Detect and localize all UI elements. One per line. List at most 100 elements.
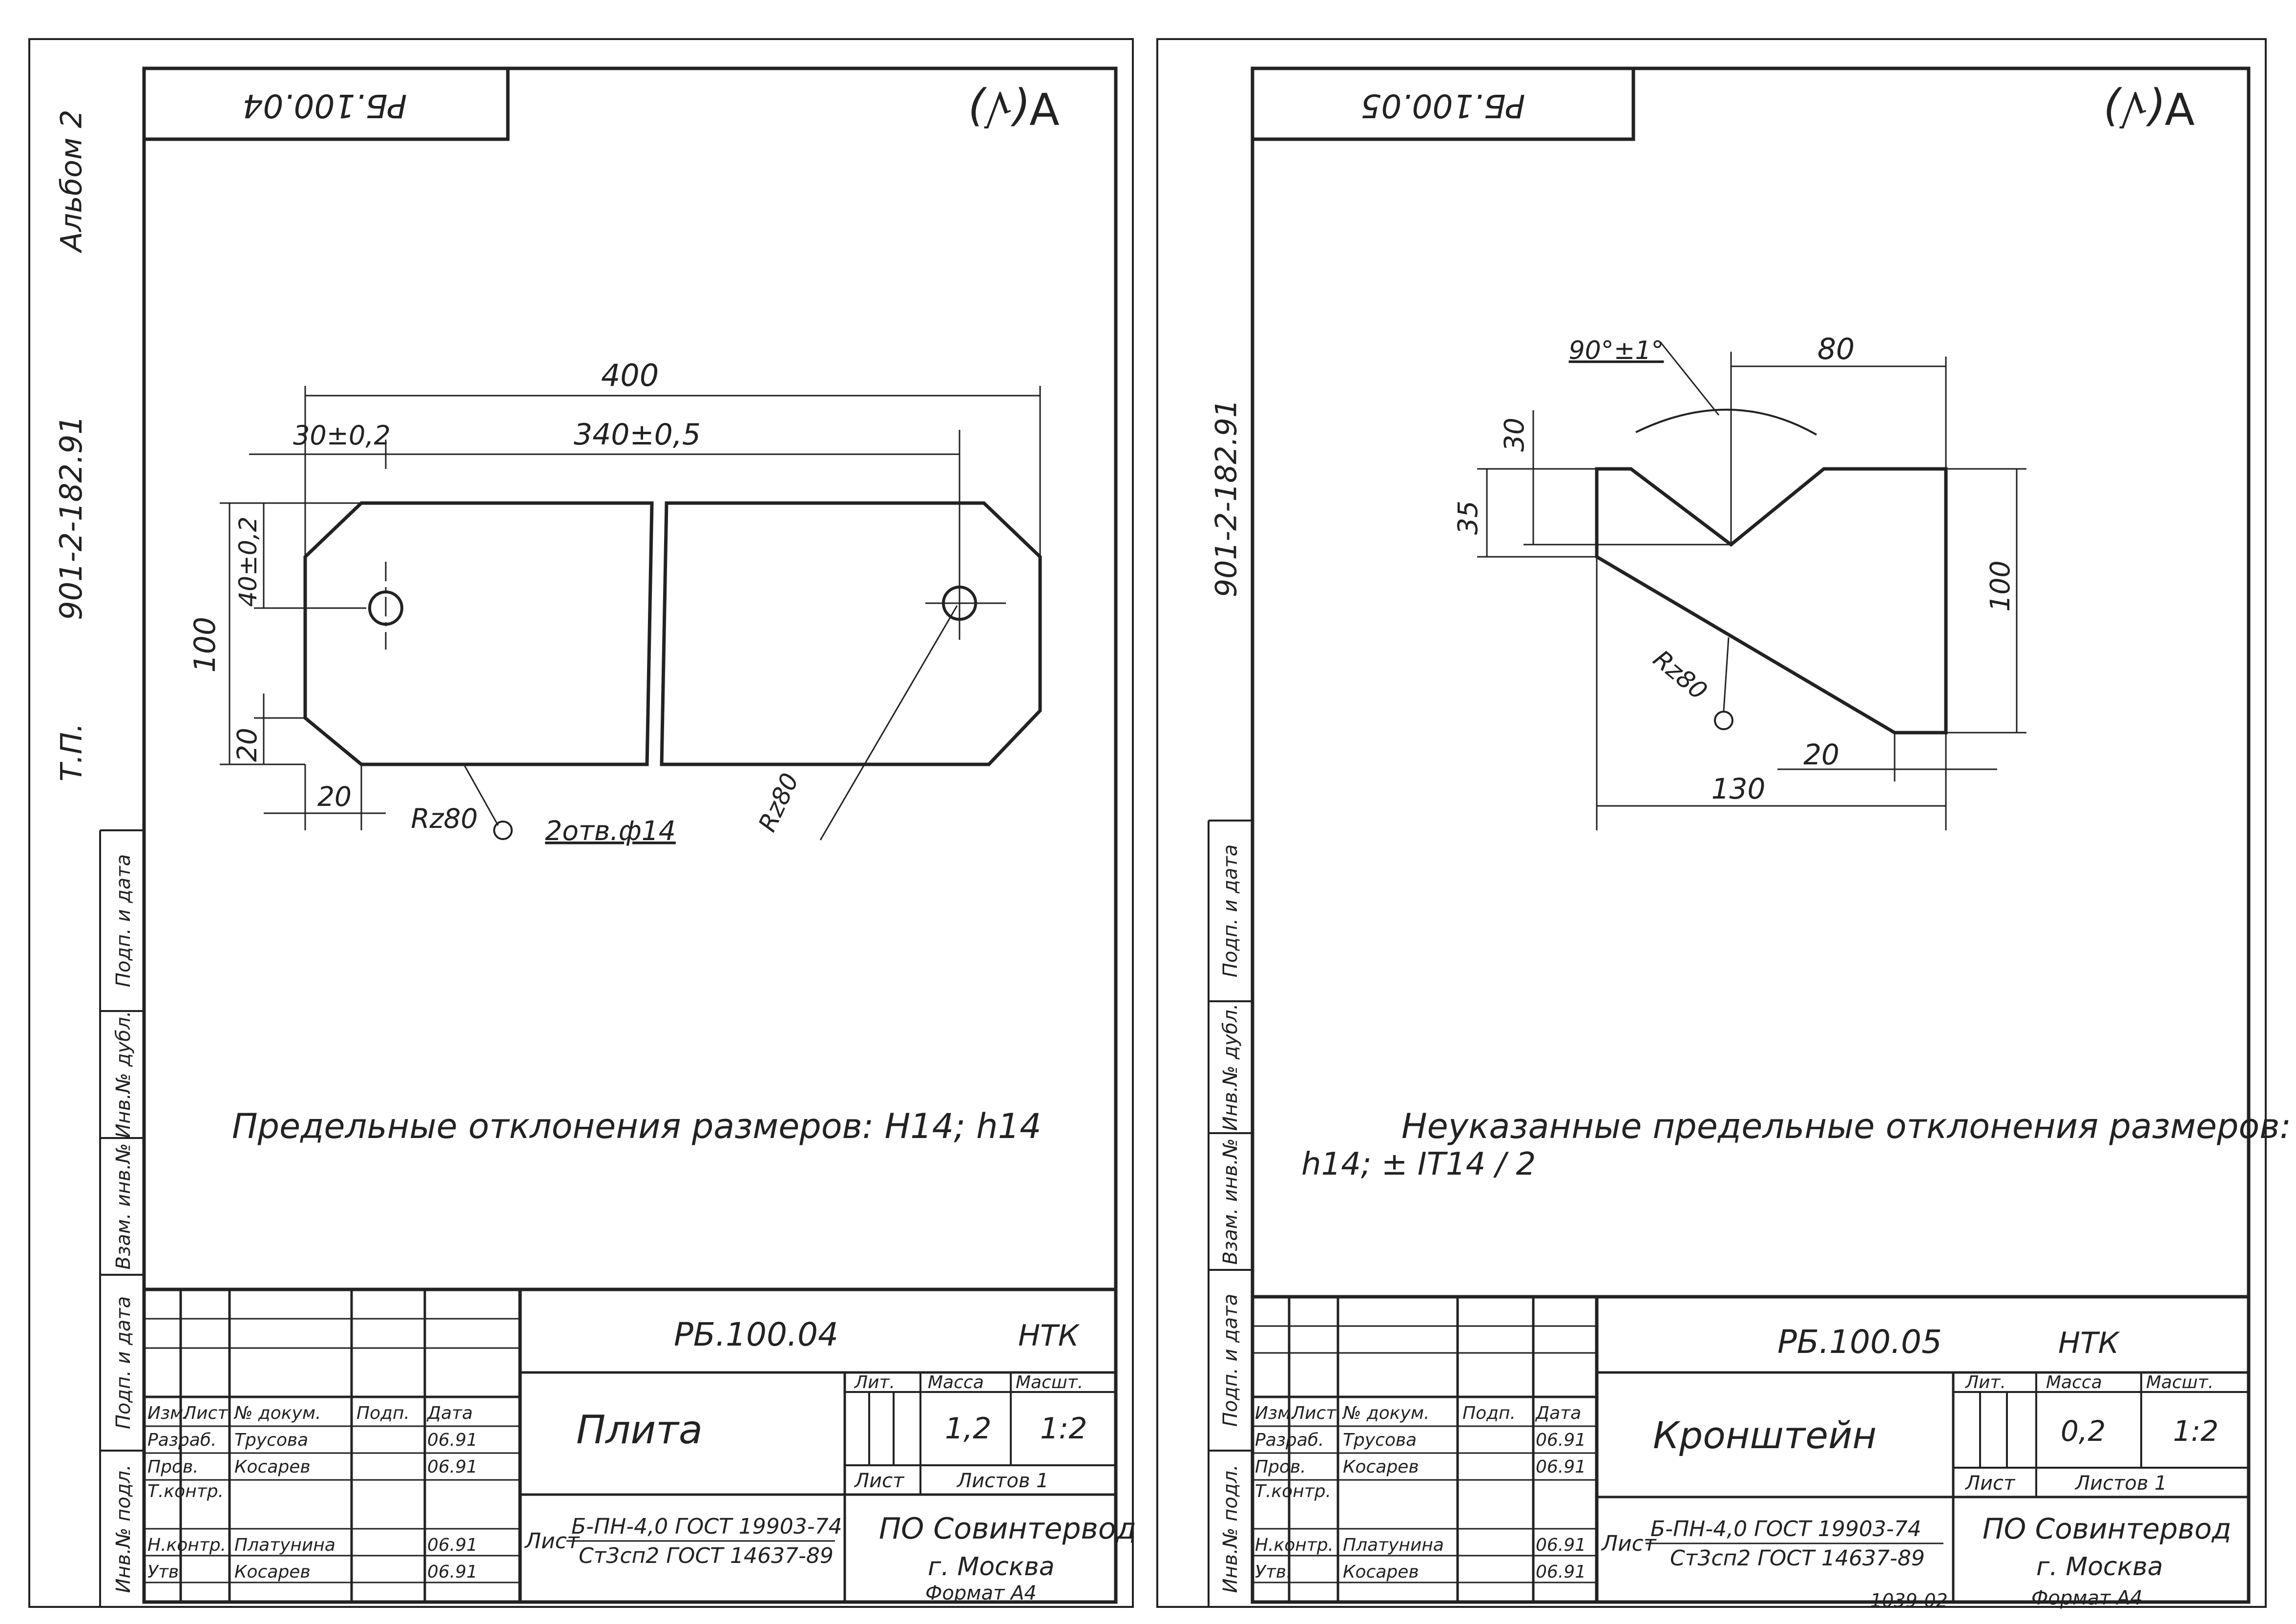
dim-35: 35 [1452, 501, 1483, 535]
mass-value-left: 1,2 [945, 1412, 991, 1446]
material-bottom-right: Ст3сп2 ГОСТ 14637-89 [1670, 1546, 1925, 1571]
lit-header-left: Лит. [854, 1372, 895, 1392]
row-doc: Косарев [1343, 1562, 1419, 1582]
dim-400: 400 [601, 358, 659, 393]
footer-right-code: 1039-02 [1870, 1590, 1948, 1611]
tolerance-note-left: Предельные отклонения размеров: H14; h14 [232, 1106, 1042, 1146]
binding-strip-left: Подп. и дата Инв.№ дубл. Взам. инв.№ Под… [53, 110, 144, 1607]
dim-80: 80 [1817, 332, 1855, 366]
row-date: 06.91 [427, 1535, 478, 1555]
sheets-header-right: Листов 1 [2074, 1472, 2167, 1495]
row-role: Разраб. [147, 1430, 216, 1450]
roughness-sign-left: ∀(√) [967, 82, 1059, 133]
scale-value-right: 1:2 [2173, 1414, 2218, 1448]
material-top-left: Б-ПН-4,0 ГОСТ 19903-74 [571, 1514, 842, 1539]
stamp-col-4-right: Подп. и дата [1219, 1294, 1242, 1427]
title-signatures-left: Изм. Лист № докум. Подп. Дата Разраб. Тр… [147, 1403, 478, 1582]
title-org-code-right: НТК [2058, 1326, 2120, 1360]
row-doc: № докум. [233, 1403, 321, 1423]
dim-100-left: 100 [188, 617, 222, 673]
title-block-left: РБ.100.04 НТК Плита Лит. Масса Масшт. 1,… [144, 1287, 1136, 1604]
row-doc: Платунина [234, 1535, 335, 1555]
stamp-col-4: Подп. и дата [112, 1296, 135, 1429]
sheets-header-left: Листов 1 [956, 1470, 1049, 1492]
row-date: 06.91 [427, 1457, 478, 1477]
row-role: Н.контр. [147, 1535, 226, 1555]
city-right: г. Москва [2036, 1552, 2163, 1582]
row-date: 06.91 [427, 1562, 478, 1582]
stamp-col-2: Инв.№ дубл. [112, 1011, 135, 1139]
sheet-left: РБ.100.04 ∀(√) Подп. и дата Инв.№ дубл. … [28, 38, 1136, 1608]
stamp-col-2-right: Инв.№ дубл. [1219, 1004, 1242, 1131]
title-part-name-right: Кронштейн [1653, 1413, 1877, 1457]
tolerance-note-right-2: h14; ± IT14 / 2 [1301, 1146, 1536, 1182]
title-org-code-left: НТК [1018, 1319, 1080, 1353]
row-role: Н.контр. [1255, 1535, 1334, 1555]
holes-label: 2отв.ф14 [545, 815, 676, 846]
title-block-right: РБ.100.05 НТК Кронштейн Лит. Масса Масшт… [1252, 1295, 2249, 1611]
row-doc: Платунина [1343, 1535, 1444, 1555]
title-code-left: РБ.100.04 [674, 1316, 838, 1353]
row-role: Изм. [147, 1403, 189, 1423]
sheet-header-right: Лист [1964, 1472, 2016, 1495]
material-bottom-left: Ст3сп2 ГОСТ 14637-89 [579, 1543, 834, 1568]
row-doc: Трусова [1343, 1430, 1417, 1450]
mass-header-right: Масса [2046, 1372, 2102, 1392]
binding-strip-right: Подп. и дата Инв.№ дубл. Взам. инв.№ Под… [1208, 399, 1252, 1607]
row-date: Дата [1535, 1403, 1581, 1423]
dim-30: 30±0,2 [293, 420, 391, 451]
row-role: Разраб. [1255, 1430, 1324, 1450]
row-role: Т.контр. [147, 1481, 224, 1501]
lit-header-right: Лит. [1964, 1372, 2006, 1392]
tolerance-note-right: Неуказанные предельные отклонения размер… [1401, 1106, 2291, 1146]
mass-header-left: Масса [928, 1372, 984, 1392]
sheet-header-left: Лист [854, 1470, 905, 1492]
mass-value-right: 0,2 [2061, 1414, 2106, 1448]
format-left: Формат А4 [925, 1582, 1037, 1604]
material-top-right: Б-ПН-4,0 ГОСТ 19903-74 [1650, 1517, 1921, 1541]
org-left: ПО Совинтервод [879, 1512, 1136, 1546]
stamp-col-3: Взам. инв.№ [112, 1143, 135, 1270]
stamp-col-1-right: Подп. и дата [1219, 844, 1242, 977]
row-date: Дата [426, 1403, 473, 1423]
row-doc: Косарев [1343, 1457, 1419, 1477]
row-sheet: Лист [1291, 1403, 1336, 1423]
format-right: Формат А4 [2031, 1587, 2143, 1609]
dim-20-horiz: 20 [317, 781, 352, 812]
scale-value-left: 1:2 [1040, 1412, 1087, 1446]
stamp-col-1: Подп. и дата [112, 854, 135, 987]
dim-angle: 90°±1° [1569, 336, 1664, 365]
city-left: г. Москва [928, 1552, 1055, 1582]
dim-100-right: 100 [1984, 561, 2016, 612]
row-date: 06.91 [1536, 1562, 1586, 1582]
album-label-left: Альбом 2 [55, 110, 89, 254]
row-doc: Трусова [234, 1430, 308, 1450]
dim-40: 40±0,2 [234, 516, 262, 607]
row-date: 06.91 [1536, 1457, 1586, 1477]
row-role: Пров. [147, 1457, 199, 1477]
dim-30-right: 30 [1499, 418, 1530, 452]
stamp-col-5: Инв.№ подл. [112, 1464, 135, 1593]
row-role: Утв. [147, 1562, 185, 1582]
album-code-right: 901-2-182.91 [1210, 399, 1244, 597]
dim-20-right: 20 [1803, 738, 1839, 771]
roughness-sign-right: ∀(√) [2102, 82, 2194, 133]
row-role: Изм. [1255, 1403, 1296, 1423]
row-date: 06.91 [427, 1430, 478, 1450]
scale-header-right: Масшт. [2146, 1372, 2213, 1392]
title-part-name-left: Плита [576, 1407, 703, 1453]
row-doc: Косарев [234, 1562, 311, 1582]
row-doc: Косарев [234, 1457, 311, 1477]
top-code-left: РБ.100.04 [243, 87, 407, 125]
row-date: 06.91 [1536, 1535, 1586, 1555]
dim-130: 130 [1712, 772, 1766, 805]
row-sign: Подп. [1462, 1403, 1516, 1423]
top-code-right: РБ.100.05 [1361, 87, 1525, 125]
dim-340: 340±0,5 [574, 418, 701, 452]
row-role: Утв. [1255, 1562, 1292, 1582]
title-code-right: РБ.100.05 [1777, 1323, 1942, 1361]
stamp-col-5-right: Инв.№ подл. [1219, 1464, 1242, 1593]
scale-header-left: Масшт. [1016, 1372, 1083, 1392]
album-code-left: 901-2-182.91 [53, 415, 89, 620]
dimensions-left: 400 30±0,2 340±0,5 100 40±0,2 20 20 [188, 358, 1041, 846]
